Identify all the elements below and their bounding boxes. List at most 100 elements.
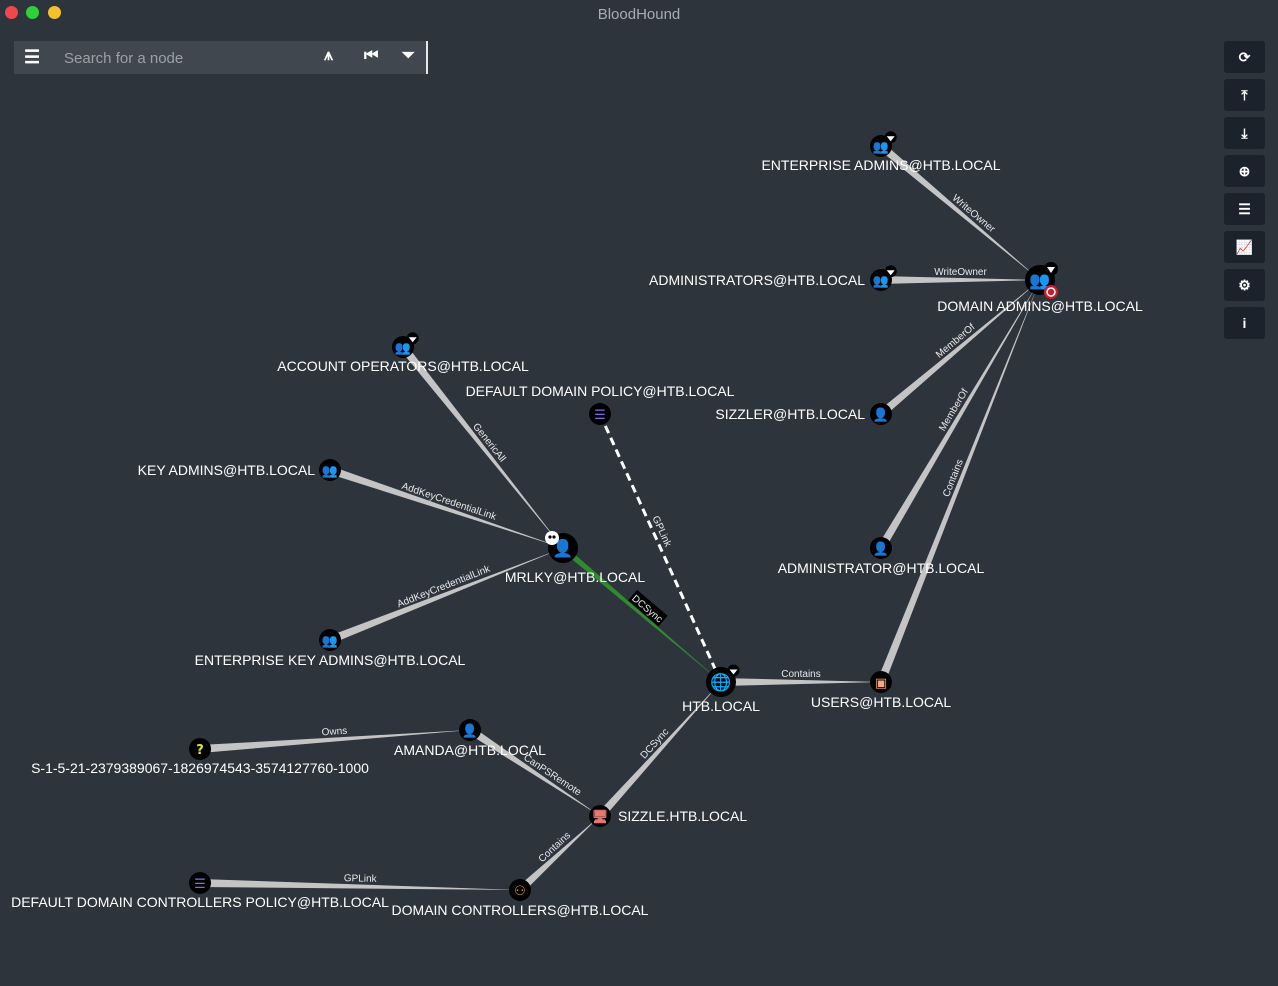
- edge-label: Owns: [321, 726, 347, 739]
- node-label: S-1-5-21-2379389067-1826974543-357412776…: [31, 760, 369, 776]
- node-label: ENTERPRISE KEY ADMINS@HTB.LOCAL: [195, 652, 466, 668]
- container-icon: ▣: [875, 676, 887, 691]
- ou-icon: ⚇: [514, 884, 526, 899]
- node-mrlky[interactable]: 👤 MRLKY@HTB.LOCAL: [505, 531, 645, 585]
- filter-icon[interactable]: ⏷: [402, 47, 415, 64]
- edge-label: AddKeyCredentialLink: [396, 563, 493, 610]
- maximize-window-button[interactable]: [26, 6, 39, 19]
- gpo-icon: ☰: [194, 877, 206, 892]
- node-da[interactable]: 👥DOMAIN ADMINS@HTB.LOCAL: [937, 262, 1143, 314]
- node-admins[interactable]: 👥 ADMINISTRATORS@HTB.LOCAL: [649, 265, 897, 291]
- domain-icon: 🌐: [710, 672, 731, 693]
- node-sizzle[interactable]: 🖥SIZZLE.HTB.LOCAL: [589, 805, 747, 827]
- gem-icon: [884, 265, 897, 278]
- edge-gplink[interactable]: GPLink: [199, 873, 520, 890]
- gem-icon: [727, 664, 740, 677]
- target-icon: [1044, 262, 1058, 299]
- node-label: MRLKY@HTB.LOCAL: [505, 569, 645, 585]
- menu-icon[interactable]: ☰: [24, 47, 41, 67]
- unknown-icon: ?: [196, 743, 204, 758]
- info-icon: i: [1242, 315, 1247, 331]
- node-label: KEY ADMINS@HTB.LOCAL: [138, 462, 316, 478]
- node-label: DOMAIN CONTROLLERS@HTB.LOCAL: [392, 902, 649, 918]
- node-sizzler[interactable]: 👤 SIZZLER@HTB.LOCAL: [715, 403, 892, 425]
- group-icon: 👥: [322, 634, 338, 649]
- close-window-button[interactable]: [5, 6, 18, 19]
- edge-label: CanPSRemote: [521, 752, 583, 798]
- search-input[interactable]: [62, 45, 316, 71]
- analytics-icon: 📈: [1235, 238, 1254, 255]
- node-label: HTB.LOCAL: [682, 698, 760, 714]
- node-administrator[interactable]: 👤 ADMINISTRATOR@HTB.LOCAL: [778, 537, 985, 576]
- node-htb[interactable]: 🌐 HTB.LOCAL: [682, 664, 760, 715]
- gpo-icon: ☰: [594, 408, 606, 423]
- import-button[interactable]: ⊕: [1224, 155, 1265, 187]
- group-icon: 👥: [873, 140, 889, 155]
- download-button[interactable]: ⤓: [1224, 117, 1265, 149]
- settings-button[interactable]: ⚙: [1224, 269, 1265, 301]
- download-icon: ⤓: [1241, 124, 1248, 141]
- gem-icon: [884, 131, 897, 144]
- edge-canpsremote[interactable]: CanPSRemote: [467, 726, 600, 816]
- upload-button[interactable]: ⤒: [1224, 79, 1265, 111]
- edge-memberof[interactable]: MemberOf: [877, 280, 1040, 551]
- node-ddp[interactable]: ☰ DEFAULT DOMAIN POLICY@HTB.LOCAL: [466, 383, 735, 425]
- node-label: ACCOUNT OPERATORS@HTB.LOCAL: [277, 358, 529, 374]
- import-icon: ⊕: [1238, 162, 1251, 179]
- node-label: ADMINISTRATORS@HTB.LOCAL: [649, 272, 865, 288]
- node-label: DEFAULT DOMAIN CONTROLLERS POLICY@HTB.LO…: [11, 894, 389, 910]
- group-icon: 👥: [1029, 271, 1050, 291]
- gem-icon: [406, 332, 419, 345]
- window-title: BloodHound: [597, 6, 681, 23]
- search-bar: ☰ ⩚ ⏮ ⏷: [14, 41, 428, 74]
- node-label: USERS@HTB.LOCAL: [811, 694, 951, 710]
- edge-owns[interactable]: Owns: [199, 726, 470, 753]
- node-ddcp[interactable]: ☰ DEFAULT DOMAIN CONTROLLERS POLICY@HTB.L…: [11, 872, 389, 910]
- edge-label: MemberOf: [934, 322, 977, 361]
- edge-dcsync[interactable]: DCSync: [561, 545, 721, 682]
- node-dc[interactable]: ⚇ DOMAIN CONTROLLERS@HTB.LOCAL: [392, 879, 649, 918]
- node-ea[interactable]: 👥ENTERPRISE ADMINS@HTB.LOCAL: [761, 131, 1001, 173]
- back-icon[interactable]: ⏮: [364, 47, 379, 64]
- analytics-button[interactable]: 📈: [1224, 231, 1265, 263]
- edge-label: WriteOwner: [950, 193, 998, 236]
- edge-gplink[interactable]: GPLink: [598, 413, 723, 683]
- node-eka[interactable]: 👥 ENTERPRISE KEY ADMINS@HTB.LOCAL: [195, 629, 466, 668]
- node-label: AMANDA@HTB.LOCAL: [394, 742, 546, 758]
- settings-icon: ⚙: [1238, 276, 1251, 293]
- edge-label: WriteOwner: [934, 267, 987, 278]
- edge-addkeycredentiallink[interactable]: AddKeyCredentialLink: [328, 466, 563, 548]
- edge-label: GPLink: [650, 514, 674, 549]
- user-icon: 👤: [873, 407, 889, 423]
- group-icon: 👥: [395, 341, 411, 356]
- pathfinding-icon[interactable]: ⩚: [324, 47, 334, 64]
- user-icon: 👤: [552, 538, 573, 559]
- edge-writeowner[interactable]: WriteOwner: [881, 267, 1040, 284]
- info-button[interactable]: i: [1224, 307, 1265, 339]
- edge-label: GenericAll: [470, 421, 507, 464]
- edge-contains[interactable]: Contains: [721, 669, 881, 686]
- queries-icon: ☰: [1238, 200, 1251, 217]
- group-icon: 👥: [873, 274, 889, 289]
- node-label: DEFAULT DOMAIN POLICY@HTB.LOCAL: [466, 383, 735, 399]
- edge-label: GPLink: [344, 873, 378, 885]
- upload-icon: ⤒: [1241, 86, 1248, 103]
- refresh-button[interactable]: ⟳: [1224, 41, 1265, 73]
- node-label: SIZZLER@HTB.LOCAL: [715, 406, 865, 422]
- node-ao[interactable]: 👥 ACCOUNT OPERATORS@HTB.LOCAL: [277, 332, 529, 374]
- node-label: SIZZLE.HTB.LOCAL: [618, 808, 747, 824]
- group-icon: 👥: [322, 464, 338, 479]
- node-ka[interactable]: 👥 KEY ADMINS@HTB.LOCAL: [138, 459, 341, 481]
- node-sid[interactable]: ? S-1-5-21-2379389067-1826974543-35741277…: [31, 738, 369, 776]
- skull-icon: [545, 531, 559, 545]
- edge-label: AddKeyCredentialLink: [400, 481, 498, 523]
- minimize-window-button[interactable]: [48, 6, 61, 19]
- edge-contains[interactable]: Contains: [517, 816, 600, 893]
- node-amanda[interactable]: 👤AMANDA@HTB.LOCAL: [394, 719, 546, 758]
- queries-button[interactable]: ☰: [1224, 193, 1265, 225]
- edge-addkeycredentiallink[interactable]: AddKeyCredentialLink: [328, 548, 563, 644]
- node-users[interactable]: ▣ USERS@HTB.LOCAL: [811, 671, 951, 710]
- node-label: ADMINISTRATOR@HTB.LOCAL: [778, 560, 985, 576]
- user-icon: 👤: [873, 541, 889, 557]
